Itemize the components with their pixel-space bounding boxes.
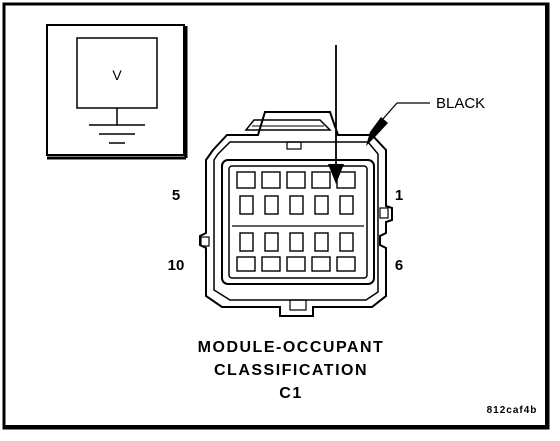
- terminal-cavity: [336, 256, 356, 272]
- connector-title-line3: C1: [279, 385, 302, 402]
- connector-latch: [244, 119, 332, 131]
- probe-arrow: [328, 45, 344, 184]
- callout-arrowhead-icon: [366, 117, 388, 146]
- voltmeter-label: V: [112, 67, 122, 83]
- terminal-cavity: [236, 256, 256, 272]
- terminal-contact: [314, 195, 329, 215]
- terminal-contact: [239, 232, 254, 252]
- terminal-contact: [239, 195, 254, 215]
- terminal-cavity: [311, 171, 331, 189]
- left-key: [200, 236, 210, 247]
- pin-label-1: 1: [395, 187, 403, 204]
- color-callout: BLACK: [366, 95, 485, 146]
- terminal-contact: [264, 232, 279, 252]
- callout-label: BLACK: [436, 95, 485, 112]
- terminal-cavity: [236, 171, 256, 189]
- terminal-cavity: [261, 256, 281, 272]
- terminal-contact: [339, 195, 354, 215]
- terminal-cavity: [286, 256, 306, 272]
- cavity-frame-outer: [221, 159, 375, 285]
- pin-label-5: 5: [172, 187, 180, 204]
- cavity-frame-inner: [228, 165, 368, 279]
- probe-arrowhead-icon: [328, 164, 344, 184]
- terminal-cavity: [311, 256, 331, 272]
- bottom-row-terminals: [236, 232, 356, 272]
- bottom-key: [289, 299, 307, 311]
- right-key: [379, 207, 389, 219]
- terminal-contact: [339, 232, 354, 252]
- figure-id: 812caf4b: [487, 405, 538, 416]
- connector-title-line1: MODULE-OCCUPANT: [198, 339, 385, 356]
- pin-label-10: 10: [168, 257, 185, 274]
- pin-label-6: 6: [395, 257, 403, 274]
- terminal-contact: [289, 195, 304, 215]
- connector-c1: [199, 111, 393, 317]
- latch-tab: [286, 141, 302, 150]
- voltmeter-symbol: V: [46, 24, 188, 160]
- terminal-contact: [289, 232, 304, 252]
- connector-title-line2: CLASSIFICATION: [214, 362, 368, 379]
- terminal-cavity: [261, 171, 281, 189]
- terminal-contact: [314, 232, 329, 252]
- terminal-cavity: [286, 171, 306, 189]
- terminal-contact: [264, 195, 279, 215]
- top-row-terminals: [236, 171, 356, 215]
